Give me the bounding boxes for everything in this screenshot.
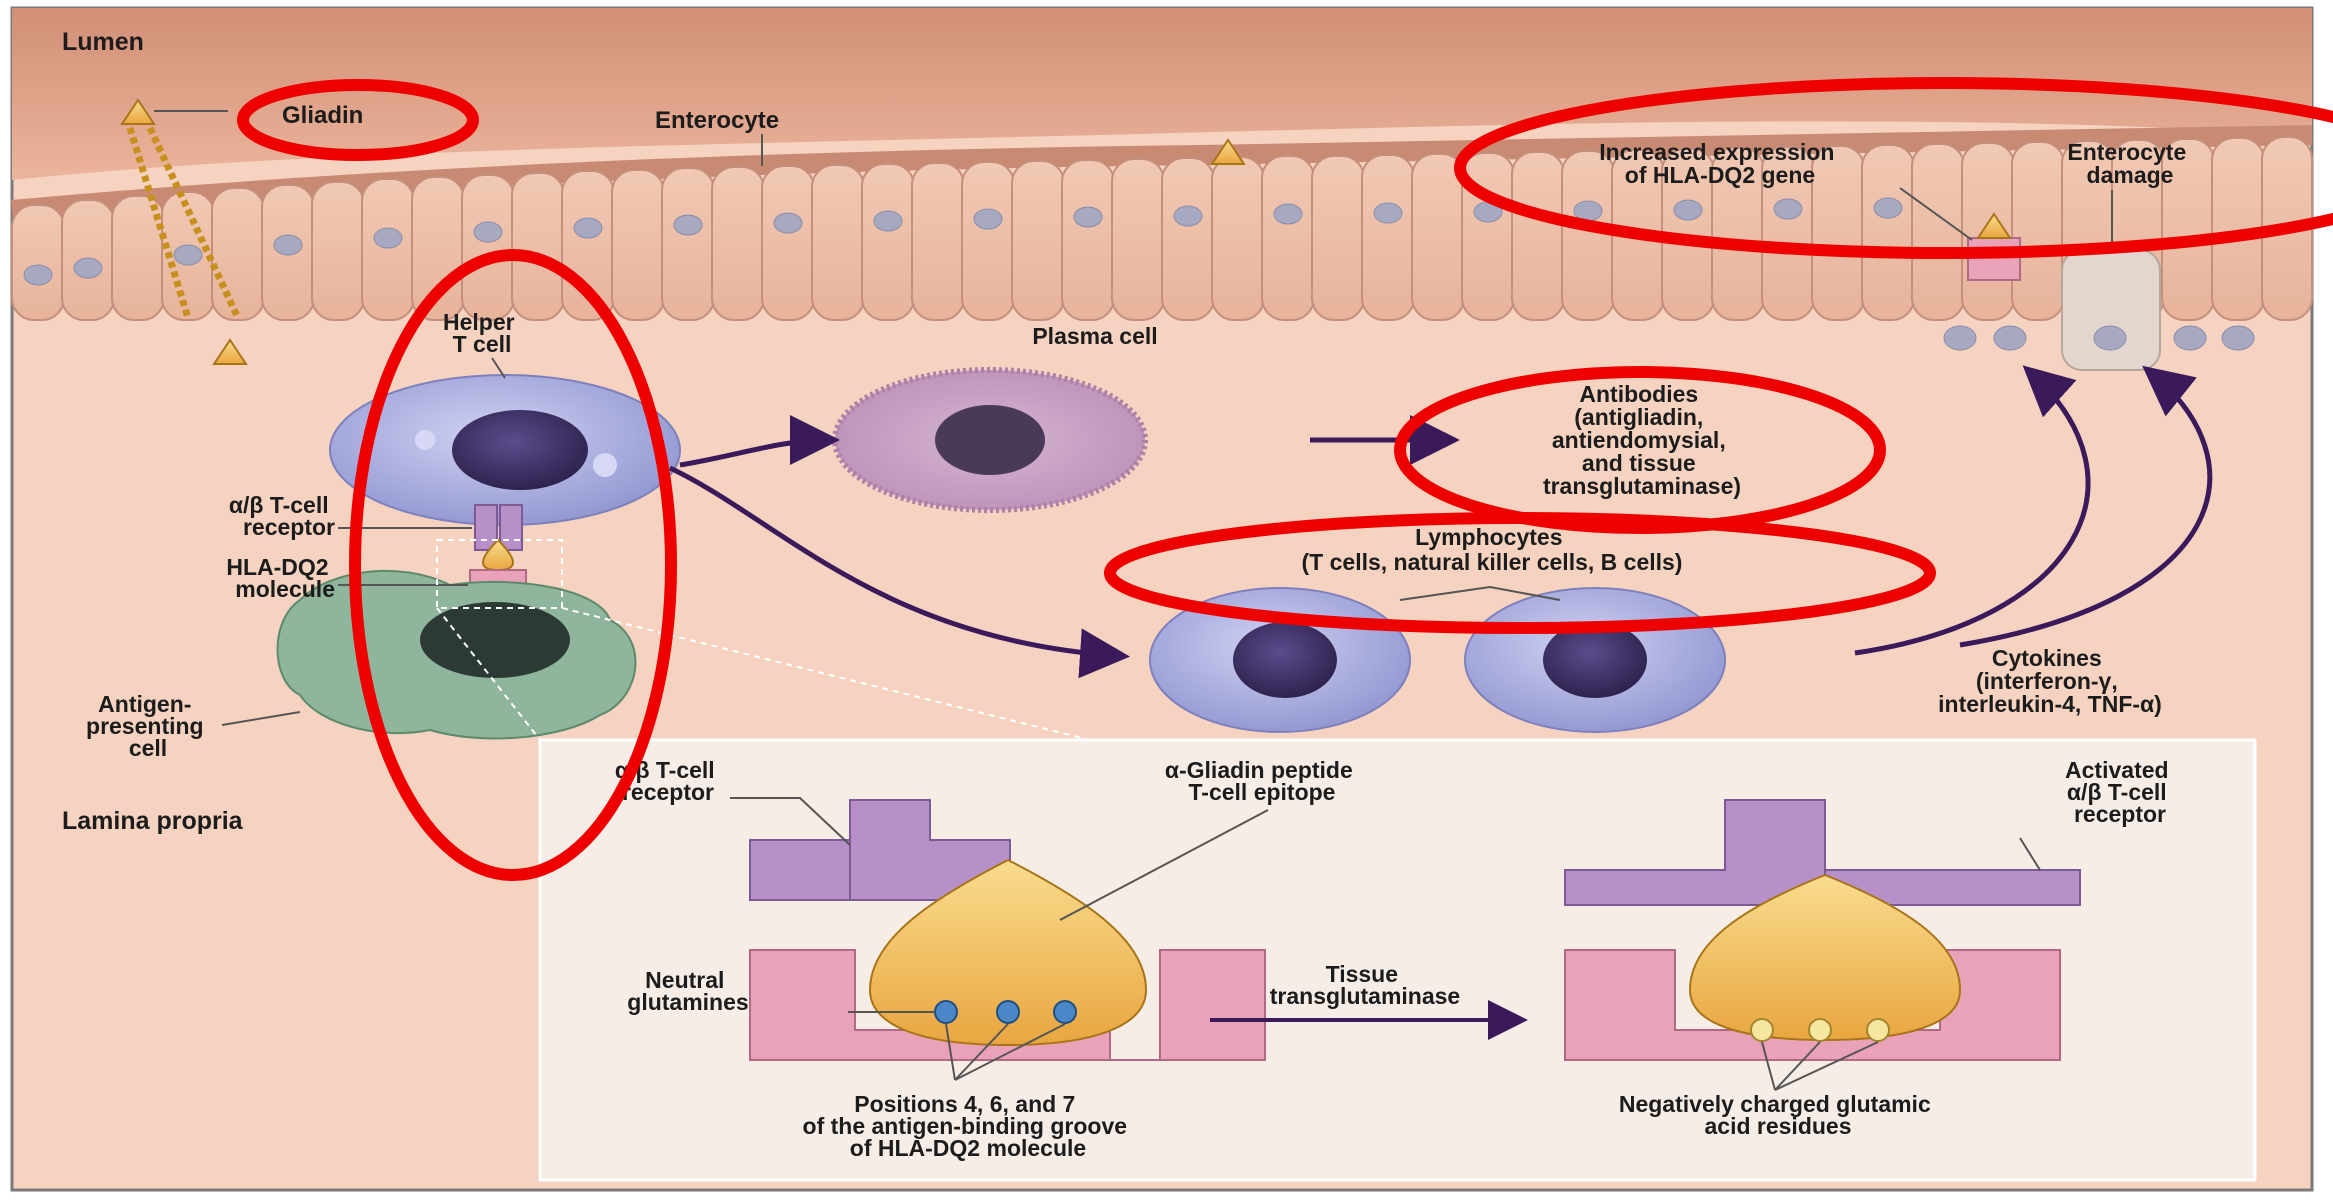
damaged-enterocyte — [2062, 250, 2160, 370]
neutral-glutamine — [935, 1001, 957, 1023]
enterocyte-label: Enterocyte — [655, 107, 779, 134]
hla-expression-label: Increased expression of HLA-DQ2 gene — [1599, 139, 1841, 188]
plasma-cell-label: Plasma cell — [1032, 323, 1157, 349]
gliadin-label: Gliadin — [282, 102, 363, 129]
neutral-glutamines-label: Neutral glutamines — [627, 967, 748, 1015]
inset-panel: α/β T-cell receptor α-Gliadin peptide T-… — [540, 740, 2255, 1180]
enterocyte-hla-dq2 — [1968, 238, 2020, 280]
inset-activated-tcr-label: Activated α/β T-cell receptor — [2065, 757, 2175, 827]
glutamic-acid-residue — [1867, 1019, 1889, 1041]
apc-nucleus — [420, 602, 570, 678]
lamina-propria-label: Lamina propria — [62, 807, 244, 835]
lumen-label: Lumen — [62, 28, 144, 56]
inset-peptide-label: α-Gliadin peptide T-cell epitope — [1165, 757, 1359, 805]
hla-dq2-label: HLA-DQ2 molecule — [226, 554, 335, 602]
glutamic-acid-residue — [1809, 1019, 1831, 1041]
helper-t-cell-label: Helper T cell — [443, 309, 521, 357]
glutamic-acid-residue — [1751, 1019, 1773, 1041]
tcr-label: α/β T-cell receptor — [229, 492, 335, 540]
neutral-glutamine — [997, 1001, 1019, 1023]
plasma-cell — [835, 370, 1145, 510]
neutral-glutamine — [1054, 1001, 1076, 1023]
